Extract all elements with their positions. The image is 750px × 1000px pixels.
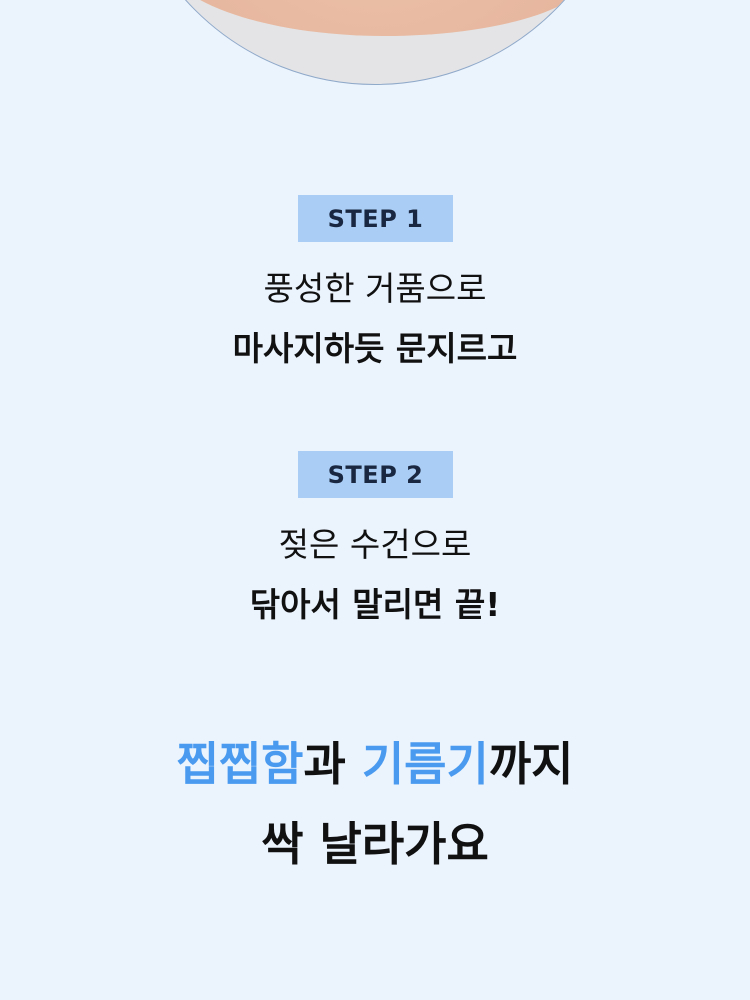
skin-image <box>161 0 591 36</box>
step-2-line-1: 젖은 수건으로 <box>278 525 472 564</box>
step-2-line-2: 닦아서 말리면 끝! <box>249 585 501 624</box>
headline-highlight-1: 찝찝함 <box>176 737 304 791</box>
headline-text-1: 과 <box>303 737 362 791</box>
headline-line-2: 싹 날라가요 <box>261 817 489 871</box>
step-1-badge: STEP 1 <box>298 195 453 242</box>
headline-text-2: 까지 <box>488 737 574 791</box>
step-2-badge: STEP 2 <box>298 451 453 498</box>
headline-line-1: 찝찝함과 기름기까지 <box>0 728 750 794</box>
product-photo-circle <box>120 0 630 85</box>
step-1-line-1: 풍성한 거품으로 <box>263 269 487 308</box>
step-1-line-2: 마사지하듯 문지르고 <box>232 329 518 368</box>
headline-highlight-2: 기름기 <box>361 737 489 791</box>
